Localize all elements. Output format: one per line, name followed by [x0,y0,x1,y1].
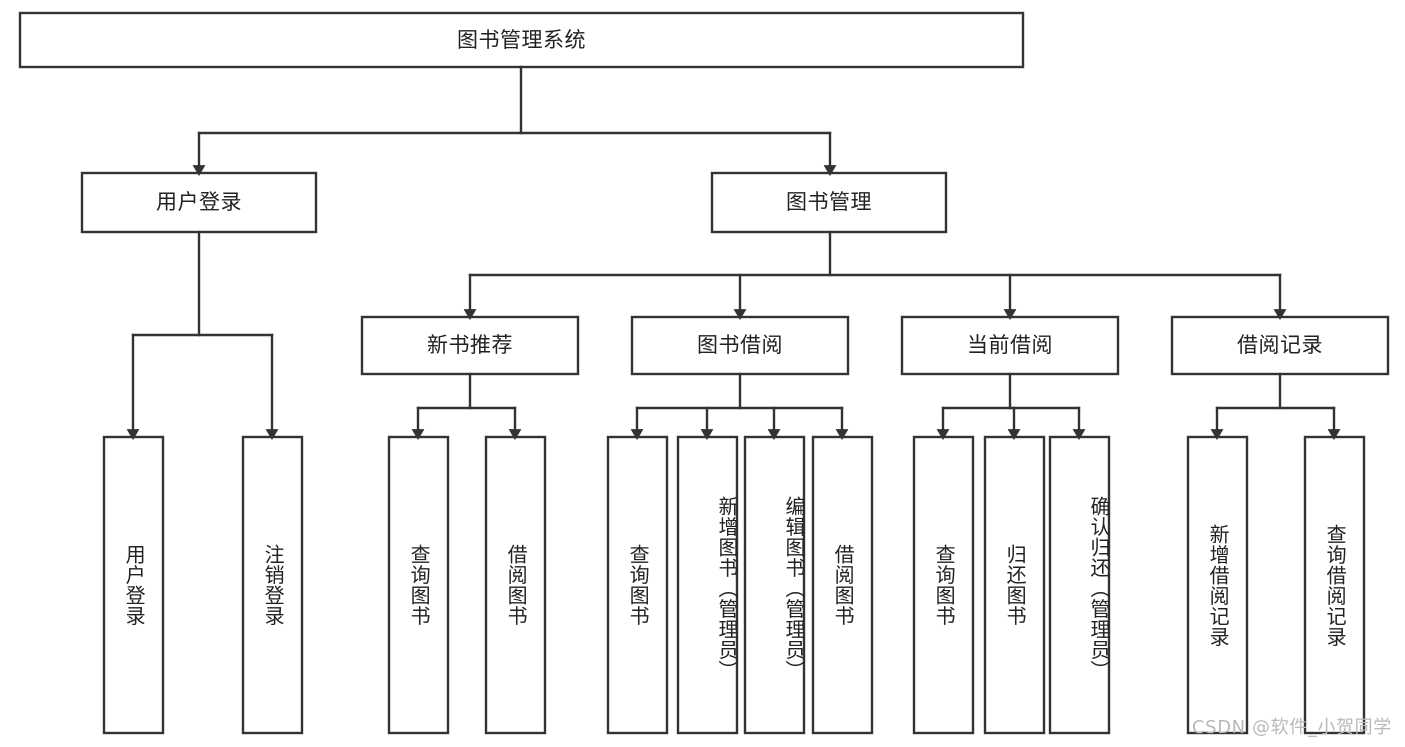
node-box-leaf-query-book-3 [912,435,975,735]
node-label-root: 图书管理系统 [457,27,586,52]
node-label-leaf-query-record: 查询借阅记录 [1323,523,1348,647]
node-box-leaf-user-login [102,435,165,735]
node-box-leaf-add-book [676,435,739,735]
node-label-user-login: 用户登录 [156,190,242,215]
node-label-leaf-confirm-return: 确认归还（管理员） [1087,495,1111,681]
node-box-leaf-borrow-book-2 [811,435,874,735]
node-label-leaf-user-login: 用户登录 [122,544,147,626]
node-label-leaf-borrow-book-1: 借阅图书 [504,544,529,626]
node-label-leaf-add-book: 新增图书（管理员） [715,495,739,681]
node-box-leaf-return-book [983,435,1046,735]
node-label-leaf-query-book-1: 查询图书 [407,544,432,626]
node-label-current-borrow: 当前借阅 [967,333,1053,358]
node-label-new-book-recommend: 新书推荐 [427,333,513,358]
node-label-book-manage: 图书管理 [786,190,872,215]
node-box-new-book-recommend [360,315,580,376]
node-box-root [18,11,1025,69]
node-box-leaf-add-record [1186,435,1249,735]
node-label-leaf-user-logout: 注销登录 [261,544,286,626]
node-box-leaf-query-record [1303,435,1366,735]
node-label-borrow-record: 借阅记录 [1237,333,1323,358]
node-box-user-login [80,171,318,234]
node-box-current-borrow [900,315,1120,376]
node-label-leaf-query-book-3: 查询图书 [932,544,957,626]
node-box-leaf-confirm-return [1048,435,1111,735]
node-label-book-borrow: 图书借阅 [697,333,783,358]
node-box-leaf-query-book-1 [387,435,450,735]
node-label-leaf-return-book: 归还图书 [1003,544,1028,626]
node-box-leaf-query-book-2 [606,435,669,735]
node-label-leaf-borrow-book-2: 借阅图书 [831,544,856,626]
watermark-text: CSDN @软件_小贺同学 [1192,717,1392,738]
node-label-leaf-query-book-2: 查询图书 [626,544,651,626]
node-box-leaf-user-logout [241,435,304,735]
node-box-leaf-borrow-book-1 [484,435,547,735]
node-label-leaf-add-record: 新增借阅记录 [1206,523,1231,647]
node-label-leaf-edit-book: 编辑图书（管理员） [782,495,806,681]
